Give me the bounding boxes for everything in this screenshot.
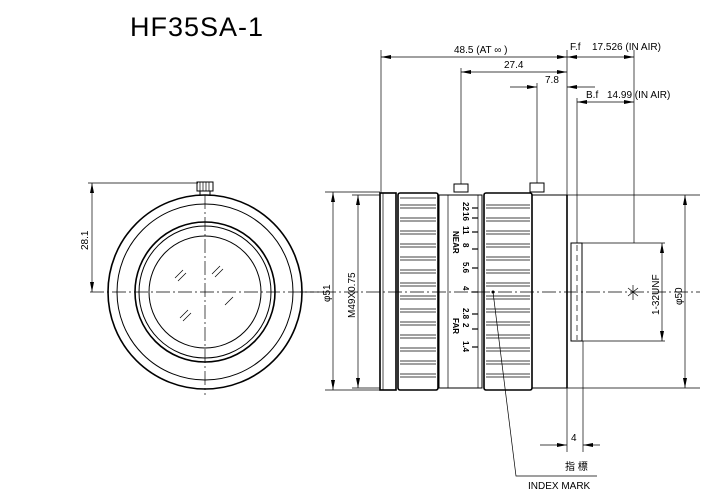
fstop-label: 8 [461, 243, 470, 248]
ff-value: 17.526 (IN AIR) [592, 42, 661, 53]
knob2-dist-dim: 7.8 [545, 75, 559, 86]
index-label-jp: 指 標 [565, 460, 588, 473]
knurling [400, 204, 530, 378]
fstop-label: 4 [461, 286, 470, 291]
near-label: NEAR [451, 231, 460, 254]
fstop-label: 11 [461, 226, 470, 235]
side-view [300, 182, 700, 391]
flange-dim: 4 [571, 433, 577, 444]
index-label-en: INDEX MARK [528, 481, 591, 492]
fstop-label: 5.6 [461, 262, 470, 274]
bf-value: 14.99 (IN AIR) [607, 90, 670, 101]
ff-label: F.f [570, 42, 581, 53]
knob [196, 181, 214, 196]
fstop-label: 16 [461, 212, 470, 221]
glass-reflection-icon [174, 265, 234, 322]
fstop-label: 1.4 [461, 341, 470, 353]
dia-51-dim: φ51 [322, 284, 333, 302]
fstop-label: 2.8 [461, 308, 470, 320]
bf-label: B.f [586, 90, 598, 101]
knob1-dist-dim: 27.4 [504, 60, 524, 71]
fstop-label: 22 [461, 202, 470, 211]
thread-front-dim: M49X0.75 [347, 272, 358, 318]
thread-rear-dim: 1-32UNF [651, 274, 662, 315]
front-view: 28.1 [80, 181, 325, 395]
total-length-dim: 48.5 (AT ∞ ) [454, 45, 507, 56]
fstop-label: 2 [461, 323, 470, 328]
drawing-title: HF35SA-1 [130, 12, 264, 42]
dimensions: 48.5 (AT ∞ ) F.f 17.526 (IN AIR) 27.4 7.… [322, 42, 687, 492]
far-label: FAR [451, 318, 460, 334]
focus-ring [397, 192, 439, 391]
front-height-dim: 28.1 [80, 230, 91, 250]
dia-50-dim: φ50 [674, 287, 685, 305]
